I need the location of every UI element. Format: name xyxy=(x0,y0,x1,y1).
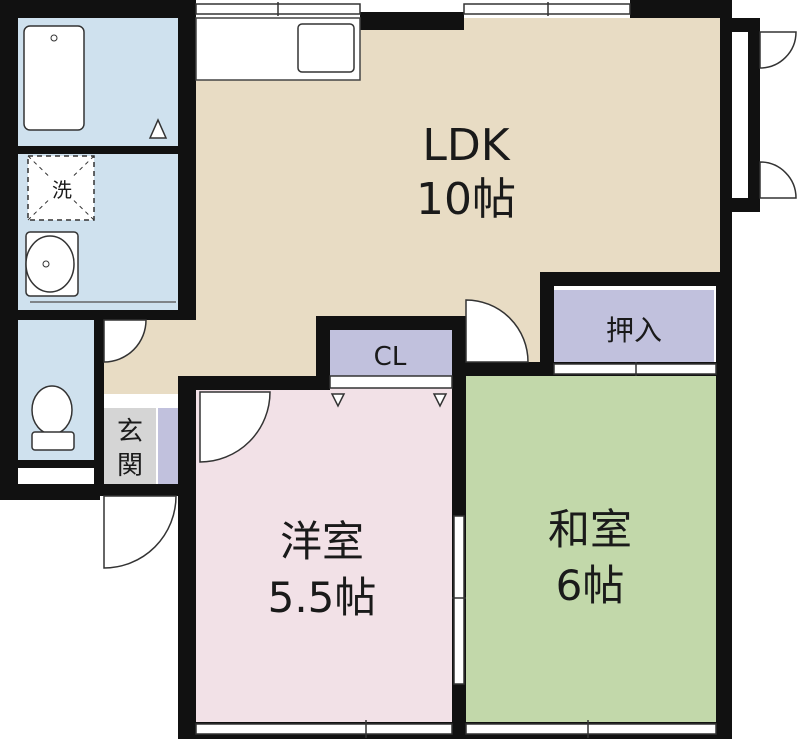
entrance-label-bottom: 関 xyxy=(117,451,143,481)
toilet-tank xyxy=(31,431,75,451)
western-room-name: 洋室 xyxy=(280,517,364,566)
washbasin-drain xyxy=(42,260,50,268)
bathtub xyxy=(23,25,85,131)
windows xyxy=(195,2,717,738)
oshiire-floor xyxy=(554,290,714,362)
toilet-bowl xyxy=(31,385,73,435)
japanese-room-name: 和室 xyxy=(548,505,632,554)
ldk-name: LDK xyxy=(422,120,510,171)
doors xyxy=(103,31,797,569)
washbasin-bowl xyxy=(25,235,75,293)
entrance-floor xyxy=(104,408,156,484)
closet-floor xyxy=(328,330,452,376)
entrance-label-top: 玄 xyxy=(117,417,143,447)
closet-label: CL xyxy=(374,342,407,372)
japanese-room-size: 6帖 xyxy=(556,561,625,610)
closet-door-markers xyxy=(330,393,448,408)
washer-label-bg xyxy=(46,176,76,200)
kitchen-sink xyxy=(297,23,355,73)
bath-door-arrow xyxy=(148,118,168,139)
western-room-size: 5.5帖 xyxy=(268,573,377,622)
ldk-size: 10帖 xyxy=(416,174,516,225)
laundry-label: 洗 xyxy=(52,178,72,202)
bathtub-drain xyxy=(50,34,58,42)
shoe-box xyxy=(158,408,178,484)
sliding-doors xyxy=(329,362,717,685)
oshiire-label: 押入 xyxy=(606,314,662,347)
japanese-room-floor xyxy=(464,376,716,724)
